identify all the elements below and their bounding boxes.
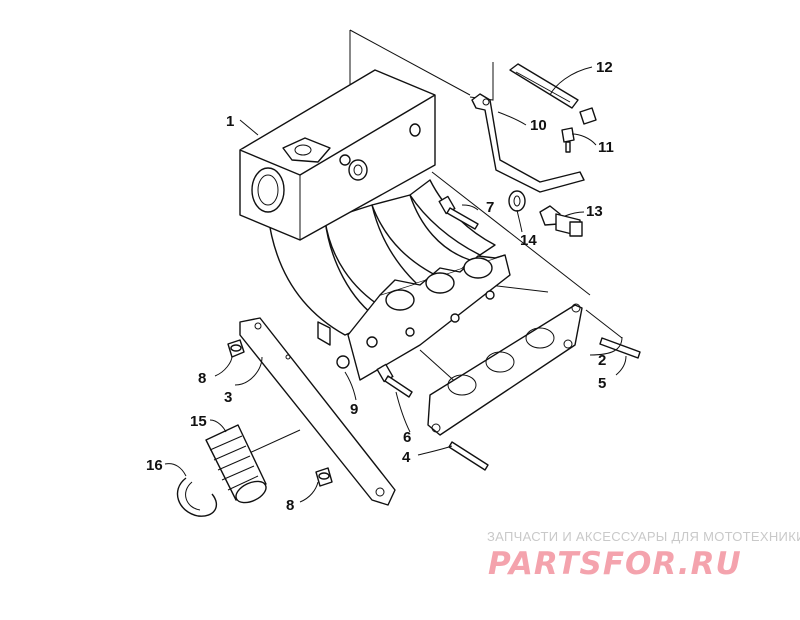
part-16-clamp [176, 477, 217, 517]
part-8b-bolt [315, 467, 333, 487]
part-11-bolts [561, 107, 597, 153]
part-5-stud [599, 337, 641, 359]
part-2-gasket [427, 303, 583, 436]
callout-13: 13 [586, 203, 603, 220]
callout-3: 3 [224, 389, 232, 406]
part-13-sensor [539, 205, 583, 237]
callout-2: 2 [598, 352, 606, 369]
part-15-flex-coupler [205, 424, 267, 504]
callout-6: 6 [403, 429, 411, 446]
callout-5: 5 [598, 375, 606, 392]
callout-11: 11 [598, 139, 614, 156]
part-4-stud [448, 441, 489, 471]
callout-12: 12 [596, 59, 613, 76]
callout-numbers: 1 2 3 4 5 6 7 8 8 9 10 11 12 13 14 15 16 [146, 59, 614, 514]
watermark: ЗАПЧАСТИ И АКСЕССУАРЫ ДЛЯ МОТОТЕХНИКИ PA… [487, 529, 800, 582]
part-8a-bolt [227, 339, 245, 358]
part-3-support-bracket [239, 317, 396, 506]
callout-10: 10 [530, 117, 547, 134]
callout-16: 16 [146, 457, 163, 474]
callout-7: 7 [486, 199, 494, 216]
part-7-bolt [438, 195, 479, 230]
callout-14: 14 [520, 232, 537, 249]
callout-15: 15 [190, 413, 207, 430]
callout-8a: 8 [198, 370, 206, 387]
watermark-logo: PARTSFOR.RU [488, 546, 742, 582]
watermark-caption: ЗАПЧАСТИ И АКСЕССУАРЫ ДЛЯ МОТОТЕХНИКИ [487, 529, 800, 544]
part-14-washer [508, 190, 526, 212]
callout-leaders [164, 66, 627, 503]
part-12-strap [509, 63, 579, 109]
part-9-manifold-flange [317, 254, 511, 381]
callout-1: 1 [226, 113, 234, 130]
callout-4: 4 [402, 449, 411, 466]
callout-8b: 8 [286, 497, 294, 514]
part-6-bolt [376, 363, 413, 398]
part-1-exhaust-manifold [239, 69, 496, 336]
callout-9: 9 [350, 401, 358, 418]
part-10-bracket [471, 93, 585, 193]
